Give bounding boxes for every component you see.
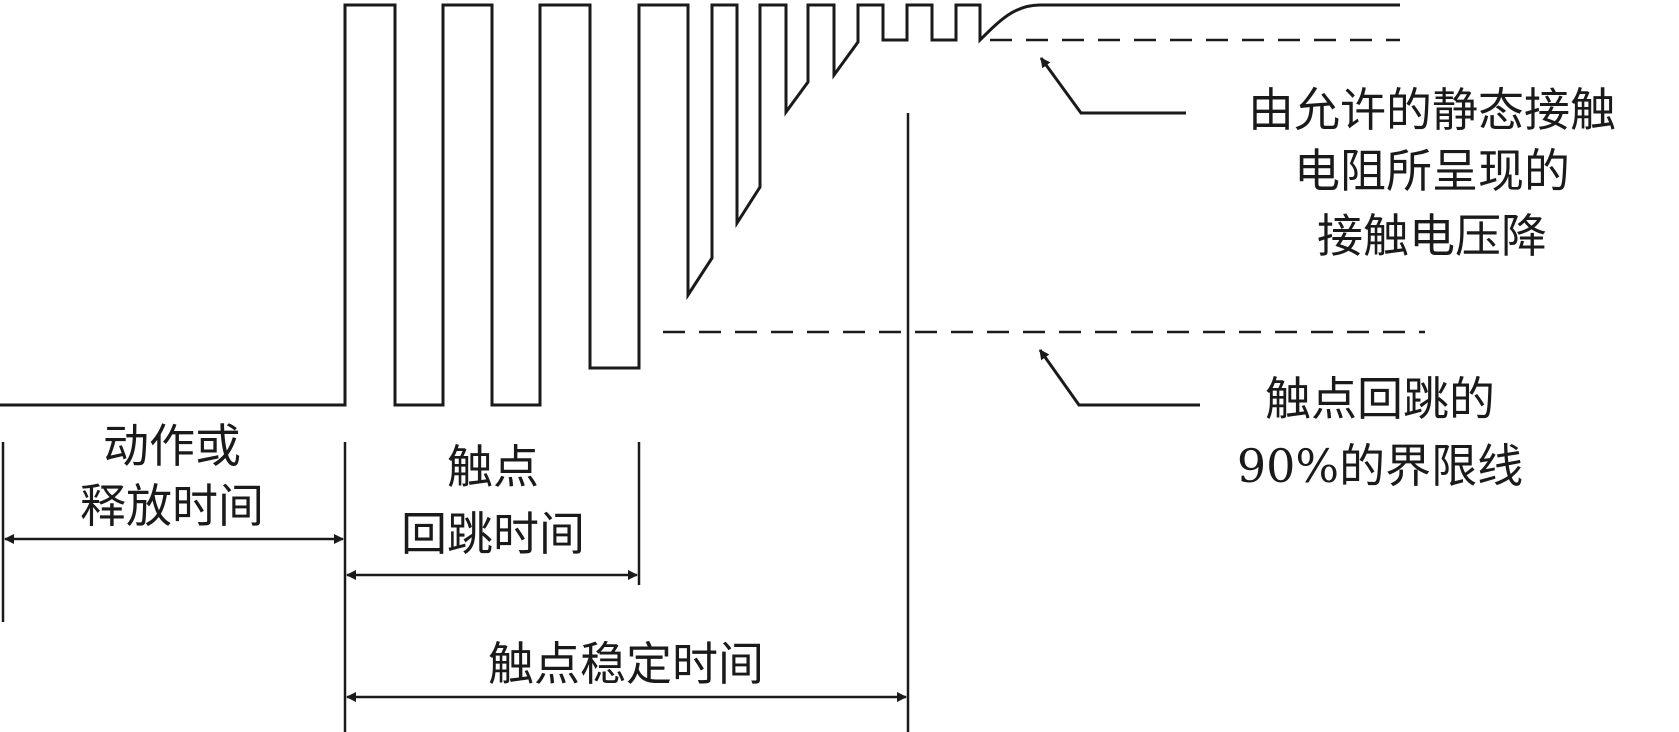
contact-drop-label-line3: 接触电压降 (1317, 209, 1547, 263)
actuation-time-label-line2: 释放时间 (80, 479, 264, 533)
bounce-waveform (0, 3, 1400, 407)
contact-drop-leader (1039, 57, 1186, 115)
contact-drop-label-line2: 电阻所呈现的 (1294, 144, 1570, 198)
bounce-limit-leader (1038, 349, 1200, 407)
bounce-limit-label-line2: 90%的界限线 (1237, 439, 1523, 493)
bounce-limit-label-line1: 触点回跳的 (1265, 372, 1495, 426)
bounce-time-label-line2: 回跳时间 (401, 507, 585, 561)
contact-drop-label-line1: 由允许的静态接触 (1248, 83, 1616, 137)
actuation-time-label-line1: 动作或 (103, 419, 241, 473)
settle-time-label: 触点稳定时间 (488, 637, 764, 691)
bounce-time-label-line1: 触点 (447, 440, 539, 494)
